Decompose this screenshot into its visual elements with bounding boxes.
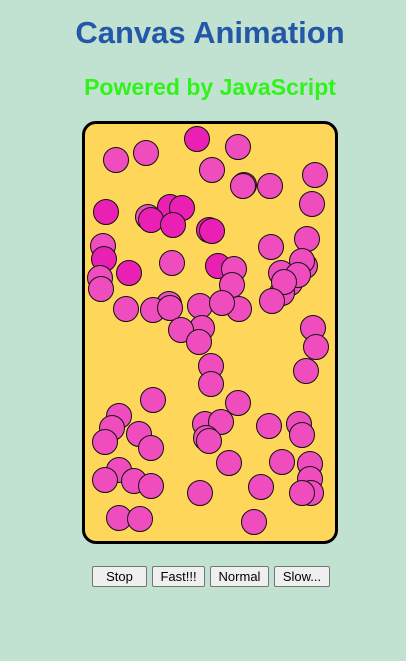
ball <box>271 269 297 295</box>
ball <box>241 509 267 535</box>
fast-button[interactable]: Fast!!! <box>152 566 205 587</box>
ball <box>225 390 251 416</box>
page-title: Canvas Animation <box>75 15 345 50</box>
ball <box>225 134 251 160</box>
ball <box>259 288 285 314</box>
ball <box>198 371 224 397</box>
ball <box>199 218 225 244</box>
ball <box>88 276 114 302</box>
ball <box>289 480 315 506</box>
stop-button[interactable]: Stop <box>92 566 147 587</box>
ball <box>258 234 284 260</box>
ball <box>127 506 153 532</box>
ball <box>92 429 118 455</box>
ball <box>196 428 222 454</box>
ball <box>302 162 328 188</box>
ball <box>116 260 142 286</box>
ball <box>256 413 282 439</box>
ball <box>248 474 274 500</box>
ball <box>299 191 325 217</box>
speed-controls: Stop Fast!!! Normal Slow... <box>92 566 330 587</box>
ball <box>186 329 212 355</box>
ball-layer <box>87 126 329 535</box>
ball <box>187 293 213 319</box>
ball <box>160 212 186 238</box>
ball <box>159 250 185 276</box>
ball <box>133 140 159 166</box>
ball <box>138 473 164 499</box>
ball <box>103 147 129 173</box>
ball <box>140 387 166 413</box>
ball <box>293 358 319 384</box>
slow-button[interactable]: Slow... <box>274 566 330 587</box>
normal-button[interactable]: Normal <box>210 566 269 587</box>
ball <box>199 157 225 183</box>
ball <box>303 334 329 360</box>
ball <box>269 449 295 475</box>
ball <box>257 173 283 199</box>
ball <box>187 480 213 506</box>
ball <box>138 435 164 461</box>
ball <box>294 226 320 252</box>
ball <box>113 296 139 322</box>
ball <box>92 467 118 493</box>
ball <box>216 450 242 476</box>
ball <box>93 199 119 225</box>
animation-canvas <box>82 121 338 544</box>
ball <box>184 126 210 152</box>
ball <box>289 422 315 448</box>
ball <box>208 409 234 435</box>
ball <box>138 207 164 233</box>
ball <box>168 317 194 343</box>
page-subtitle: Powered by JavaScript <box>84 74 336 100</box>
ball <box>209 290 235 316</box>
ball <box>230 173 256 199</box>
ball <box>157 295 183 321</box>
